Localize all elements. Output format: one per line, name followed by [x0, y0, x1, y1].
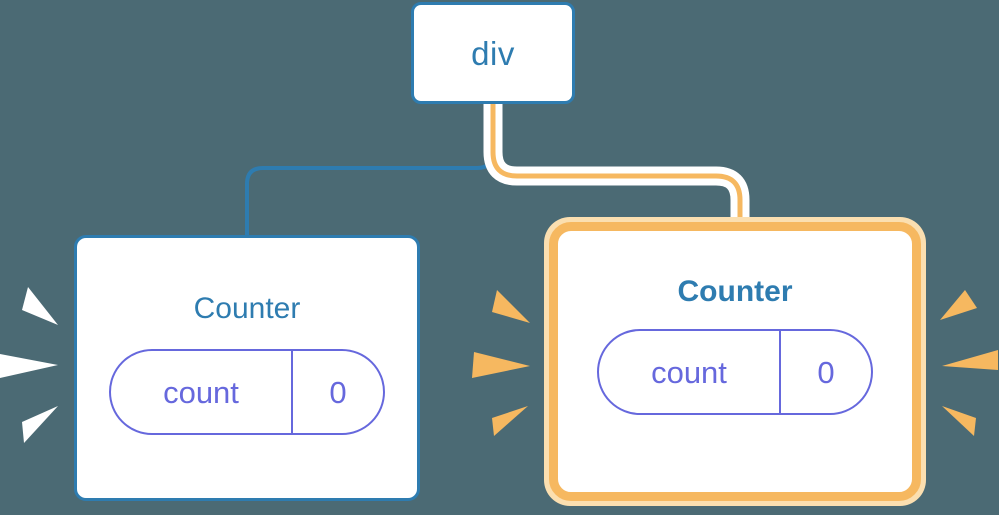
sparkle-ray-icon [0, 354, 58, 378]
sparkle-ray-icon [942, 406, 976, 436]
sparkle-rays-right-icon [940, 290, 998, 436]
sparkle-ray-icon [940, 290, 977, 320]
node-div[interactable]: div [411, 2, 575, 104]
sparkle-ray-icon [472, 352, 530, 378]
node-counter-right-highlight[interactable]: Counter count 0 [544, 217, 926, 506]
node-counter-right[interactable]: Counter count 0 [549, 222, 921, 501]
state-pill-right-value-cell: 0 [781, 331, 871, 413]
state-pill-left-value: 0 [329, 374, 347, 410]
node-counter-left[interactable]: Counter count 0 [74, 235, 420, 501]
sparkle-ray-icon [492, 290, 530, 323]
state-pill-left: count 0 [109, 349, 385, 435]
node-div-label: div [471, 34, 515, 72]
sparkle-ray-icon [22, 406, 58, 443]
sparkle-rays-middle-icon [472, 290, 530, 436]
sparkle-rays-left-icon [0, 287, 58, 443]
sparkle-ray-icon [492, 406, 528, 436]
state-pill-right: count 0 [597, 329, 873, 415]
node-counter-right-title: Counter [677, 275, 793, 308]
wire-div-to-counter-left [245, 104, 495, 237]
sparkle-ray-icon [22, 287, 58, 325]
state-pill-right-key-cell: count [599, 331, 781, 413]
state-pill-left-key-cell: count [111, 351, 293, 433]
state-pill-left-key: count [163, 374, 239, 410]
state-pill-right-value: 0 [817, 354, 835, 390]
sparkle-ray-icon [942, 350, 998, 370]
state-pill-left-value-cell: 0 [293, 351, 383, 433]
node-counter-left-title: Counter [193, 292, 301, 325]
state-pill-right-key: count [651, 354, 727, 390]
